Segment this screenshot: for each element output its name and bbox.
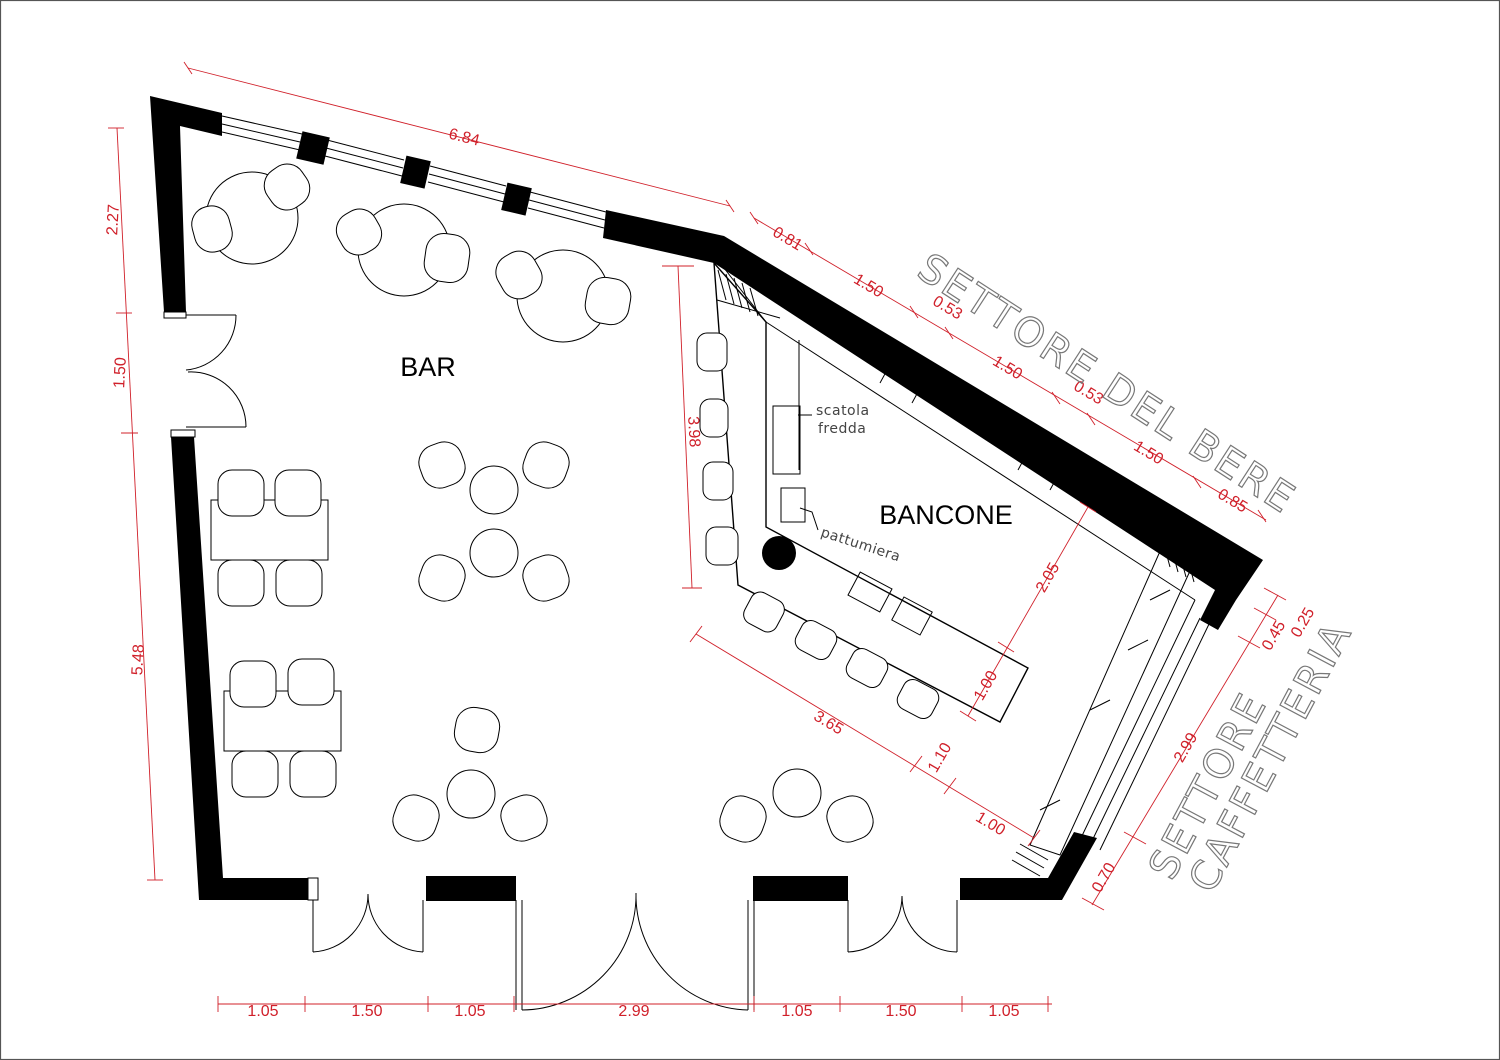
wall-bottom-right-corner — [960, 832, 1097, 900]
dim-counter-b: 1.00 — [971, 668, 1001, 704]
dim-bottom-6: 1.50 — [885, 1003, 916, 1020]
center-table-group — [418, 441, 570, 602]
sink-1 — [847, 571, 893, 613]
left-door — [163, 311, 247, 438]
dim-counter-h: 3.98 — [684, 416, 703, 448]
dim-bottom-4: 2.99 — [618, 1003, 649, 1020]
top-windows — [221, 115, 607, 229]
dim-bottom-5: 1.05 — [781, 1003, 812, 1020]
dim-counter-e: 1.00 — [973, 809, 1009, 840]
wall-diagonal — [603, 210, 1263, 630]
bin-box — [780, 487, 806, 523]
dim-counter-d: 1.10 — [925, 740, 955, 776]
long-table-2 — [223, 658, 342, 798]
wall-pillar-1 — [296, 131, 330, 165]
wall-left-lower — [171, 437, 308, 900]
walls — [150, 96, 1263, 901]
bottom-doors — [307, 877, 958, 1011]
table-group-4 — [392, 706, 548, 842]
room-label-bancone: BANCONE — [879, 500, 1013, 530]
wall-top-left — [150, 96, 222, 312]
dim-diag-1: 0.81 — [770, 224, 806, 255]
rear-counter — [1029, 539, 1196, 856]
dim-bottom-2: 1.50 — [351, 1003, 382, 1020]
dim-left-c: 5.48 — [129, 644, 148, 676]
dim-right-d: 0.70 — [1089, 860, 1119, 896]
dim-bottom-7: 1.05 — [988, 1003, 1019, 1020]
bin-leader — [799, 507, 819, 531]
long-table-1 — [210, 469, 329, 607]
dim-diag-2: 1.50 — [851, 271, 887, 302]
wall-pillar-2 — [400, 155, 431, 189]
table-group-2 — [335, 203, 471, 297]
dim-bottom-1: 1.05 — [247, 1003, 278, 1020]
furniture — [191, 163, 940, 843]
table-group-1 — [191, 163, 311, 265]
table-group-5 — [719, 768, 874, 843]
dim-counter-a: 2.05 — [1033, 560, 1063, 596]
pole — [762, 536, 796, 570]
note-scatola: scatola — [816, 403, 870, 419]
wall-pillar-3 — [501, 182, 532, 216]
dim-counter-c: 3.65 — [811, 708, 847, 739]
wall-bottom-2 — [753, 876, 848, 901]
cold-box — [772, 405, 801, 475]
dim-diag-4: 1.50 — [990, 353, 1026, 384]
dim-left-a: 2.27 — [104, 204, 123, 236]
dim-top: 6.84 — [447, 126, 481, 150]
hatch-corners — [717, 269, 1195, 877]
note-fredda: fredda — [818, 421, 866, 437]
table-group-3 — [495, 249, 632, 343]
counter-area — [713, 260, 1211, 877]
wall-bottom-1 — [426, 876, 516, 901]
dim-bottom-3: 1.05 — [454, 1003, 485, 1020]
bar-stools — [696, 332, 940, 720]
room-label-bar: BAR — [400, 352, 456, 382]
dim-right-b: 0.45 — [1259, 618, 1289, 654]
note-pattumiera: pattumiera — [819, 525, 903, 566]
dim-left-b: 1.50 — [111, 357, 130, 389]
sink-2 — [891, 596, 933, 636]
